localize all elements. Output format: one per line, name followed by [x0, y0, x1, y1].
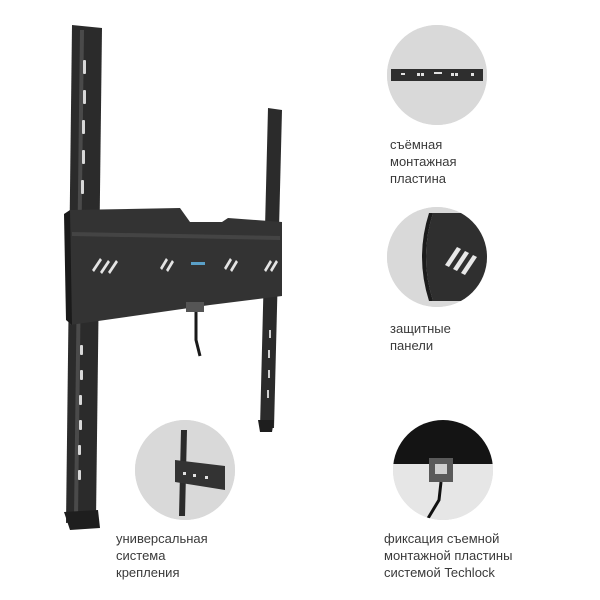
- detail-image-protective-panels: [387, 207, 487, 307]
- detail-image-universal-mounting: [135, 420, 235, 520]
- detail-image-removable-plate: [387, 25, 487, 125]
- caption-removable-plate: съёмная монтажная пластина: [390, 137, 457, 186]
- caption-universal-mounting: универсальная система крепления: [116, 531, 208, 580]
- detail-image-techlock: [393, 420, 493, 520]
- caption-protective-panels: защитные панели: [390, 321, 451, 353]
- caption-techlock: фиксация съемной монтажной пластины сист…: [384, 531, 513, 580]
